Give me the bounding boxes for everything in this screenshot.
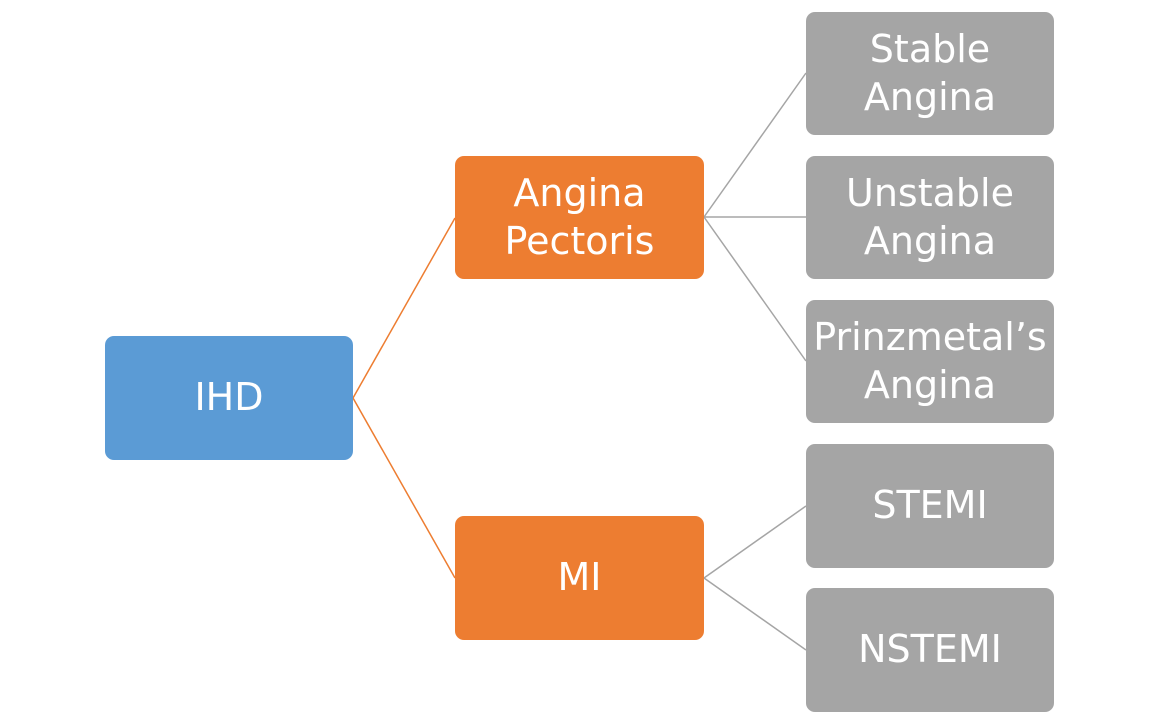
connector-mi-nstemi (703, 577, 807, 651)
node-angina-pectoris-label: Angina Pectoris (504, 171, 655, 263)
node-ihd-label: IHD (194, 375, 264, 420)
connector-angina-stable (703, 72, 807, 218)
node-stable-angina-label: Stable Angina (863, 27, 997, 119)
node-mi-label: MI (557, 555, 602, 600)
node-stemi: STEMI (806, 444, 1054, 568)
node-ihd: IHD (105, 336, 353, 460)
node-unstable-angina: Unstable Angina (806, 156, 1054, 279)
node-nstemi: NSTEMI (806, 588, 1054, 712)
connector-ihd-angina (352, 217, 456, 399)
node-angina-pectoris: Angina Pectoris (455, 156, 704, 279)
node-mi: MI (455, 516, 704, 640)
node-nstemi-label: NSTEMI (858, 627, 1002, 672)
node-prinzmetals-angina: Prinzmetal’s Angina (806, 300, 1054, 423)
connector-mi-stemi (703, 505, 807, 579)
node-unstable-angina-label: Unstable Angina (846, 171, 1014, 263)
node-prinzmetals-angina-label: Prinzmetal’s Angina (813, 315, 1047, 407)
connector-ihd-mi (352, 397, 456, 579)
node-stable-angina: Stable Angina (806, 12, 1054, 135)
node-stemi-label: STEMI (872, 483, 988, 528)
connector-angina-prinzmetal (703, 216, 807, 362)
